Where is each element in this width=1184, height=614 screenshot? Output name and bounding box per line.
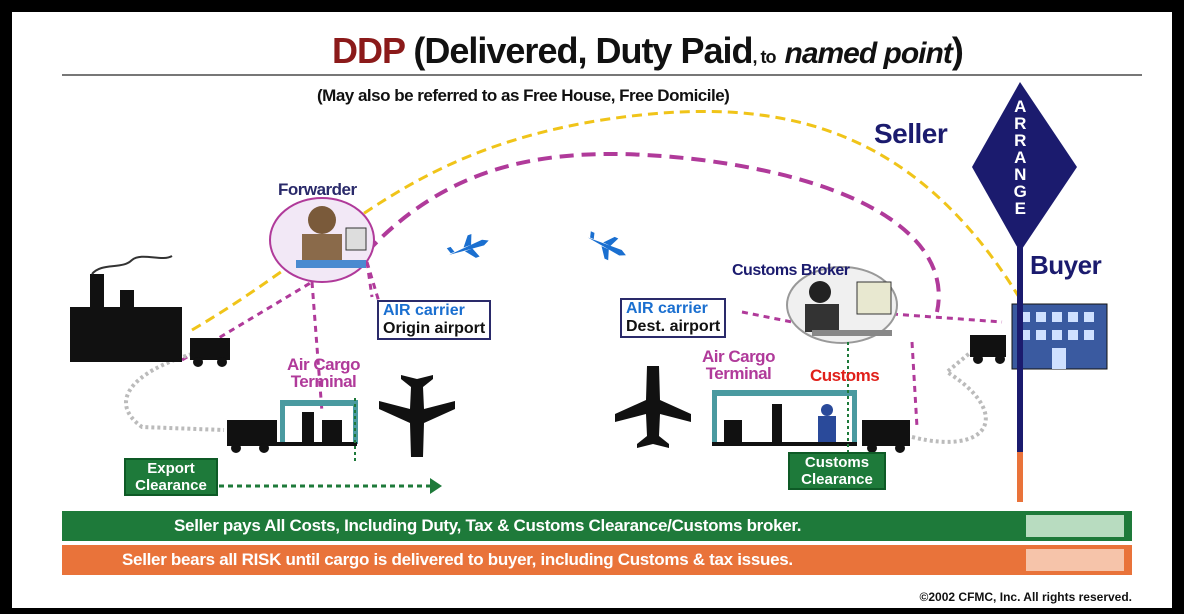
magenta-dest-link: [741, 310, 1003, 428]
origin-terminal-label: Air Cargo Terminal: [287, 356, 360, 390]
dest-terminal-line2: Terminal: [705, 364, 772, 383]
small-blue-plane-icon-1: [446, 233, 489, 258]
origin-air-carrier-line2: Origin airport: [383, 320, 486, 337]
risk-bar-text: Seller bears all RISK until cargo is del…: [122, 550, 793, 569]
dest-terminal-line1: Air Cargo: [702, 347, 775, 366]
origin-air-carrier-line1: AIR carrier: [383, 302, 465, 319]
large-plane-icon-origin: [379, 375, 455, 457]
costs-bar: Seller pays All Costs, Including Duty, T…: [62, 511, 1132, 541]
seller-buyer-pole: [1017, 247, 1023, 502]
factory-icon: [70, 255, 230, 367]
dest-terminal-icon: [712, 390, 910, 453]
customs-clearance-box: Customs Clearance: [788, 452, 886, 490]
dest-air-carrier-line1: AIR carrier: [626, 300, 708, 317]
small-blue-plane-icon-2: [587, 231, 626, 261]
title-main: (Delivered, Duty Paid: [413, 30, 753, 71]
origin-terminal-line1: Air Cargo: [287, 355, 360, 374]
title-ddp: DDP: [332, 30, 405, 71]
title-to: , to: [752, 47, 776, 67]
risk-bar-swatch: [1026, 549, 1124, 571]
large-plane-icon-dest: [615, 366, 691, 448]
subtitle: (May also be referred to as Free House, …: [317, 86, 730, 105]
dest-air-carrier-line2: Dest. airport: [626, 318, 721, 335]
title-close: ): [951, 30, 964, 71]
customs-broker-person-icon: [805, 281, 892, 336]
customs-clearance-line1: Customs: [804, 454, 870, 471]
customs-label: Customs: [810, 366, 880, 385]
export-clearance-box: Export Clearance: [124, 458, 218, 496]
buyer-building-icon: [970, 303, 1108, 370]
arrange-label: ARRANGE: [1013, 97, 1027, 218]
page-title: DDP (Delivered, Duty Paid, to named poin…: [332, 30, 964, 72]
gray-truck-route-left: [124, 352, 225, 432]
risk-bar: Seller bears all RISK until cargo is del…: [62, 545, 1132, 575]
title-named-point: named point: [784, 37, 953, 70]
export-clearance-line1: Export: [147, 460, 195, 477]
costs-bar-swatch: [1026, 515, 1124, 537]
dest-air-carrier-box: AIR carrier Dest. airport: [620, 298, 727, 338]
seller-label: Seller: [874, 118, 948, 149]
customs-broker-label: Customs Broker: [732, 262, 850, 279]
origin-air-carrier-box: AIR carrier Origin airport: [377, 300, 492, 340]
diagram-graphics: [70, 82, 1108, 502]
forwarder-person-icon: [296, 206, 367, 268]
dest-terminal-label: Air Cargo Terminal: [702, 348, 775, 382]
costs-bar-text: Seller pays All Costs, Including Duty, T…: [174, 516, 802, 535]
export-clearance-line2: Clearance: [135, 477, 207, 494]
export-clearance-arrowhead: [430, 478, 442, 494]
magenta-flight-path: [365, 152, 941, 313]
copyright: ©2002 CFMC, Inc. All rights reserved.: [919, 590, 1132, 604]
arrange-diamond: [972, 82, 1077, 252]
pole-orange-segment: [1017, 452, 1023, 502]
forwarder-label: Forwarder: [278, 180, 357, 199]
title-rule: [62, 74, 1142, 76]
buyer-label: Buyer: [1030, 250, 1102, 280]
origin-terminal-icon: [227, 400, 358, 453]
ddp-diagram: DDP (Delivered, Duty Paid, to named poin…: [12, 12, 1172, 608]
gray-truck-route-right: [911, 345, 988, 444]
origin-terminal-line2: Terminal: [290, 372, 357, 391]
customs-clearance-line2: Clearance: [801, 471, 873, 488]
